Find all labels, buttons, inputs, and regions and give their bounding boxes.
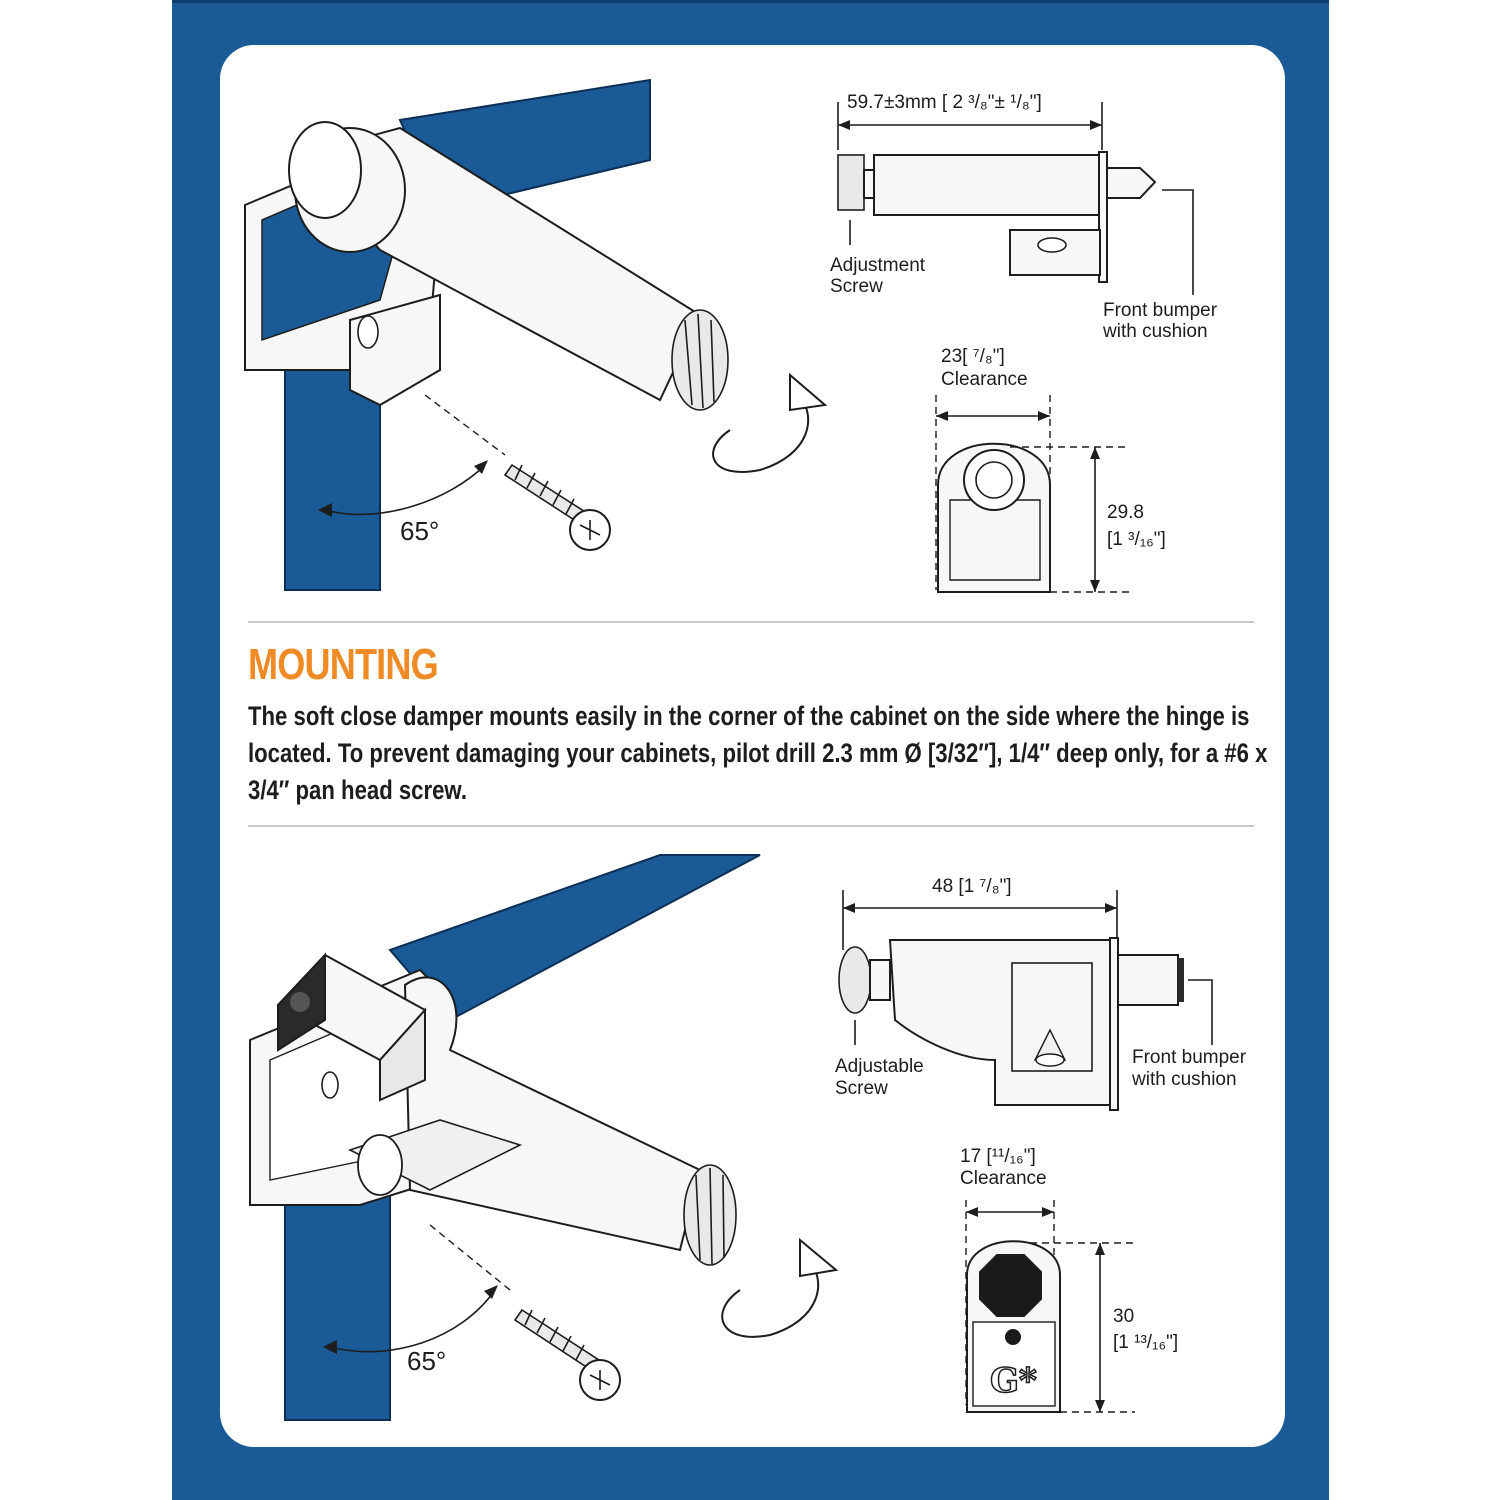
bottom-length-dim: 48 [1 ⁷/₈"]	[932, 876, 1012, 897]
top-bumper-label-1: Front bumper	[1103, 300, 1218, 321]
octagon-push-rod	[979, 1254, 1042, 1317]
pan-head-screw	[513, 1308, 621, 1401]
bottom-bumper-label-2: with cushion	[1131, 1069, 1237, 1090]
bottom-adjust-label-1: Adjustable	[835, 1056, 924, 1077]
top-clearance-value: 23[ ⁷/₈"]	[941, 346, 1005, 367]
top-clearance-label: Clearance	[941, 369, 1028, 390]
bottom-height-value: 30	[1113, 1306, 1134, 1327]
brand-logo: G*	[990, 1361, 1037, 1401]
top-front-view	[937, 442, 1051, 593]
top-adjust-label-1: Adjustment	[830, 255, 926, 276]
bottom-side-view	[838, 937, 1184, 1111]
top-dimension-drawings: 59.7±3mm [ 2 ³/₈"± ¹/₈"] Adjustment Scre…	[830, 92, 1218, 593]
bottom-angle-label: 65°	[407, 1346, 446, 1376]
mounting-title: MOUNTING	[248, 640, 439, 689]
top-mounting-illustration: 65°	[244, 78, 828, 591]
top-side-view	[837, 151, 1157, 283]
top-adjust-label-2: Screw	[830, 276, 883, 297]
bottom-clearance-label: Clearance	[960, 1168, 1047, 1189]
bottom-mounting-illustration: 65°	[249, 854, 839, 1421]
bottom-height-imperial: [1 ¹³/₁₆"]	[1113, 1332, 1178, 1353]
divider-top	[248, 621, 1254, 623]
bottom-front-view: G*	[966, 1240, 1061, 1413]
divider-bottom	[248, 825, 1254, 827]
mounting-instructions: The soft close damper mounts easily in t…	[248, 701, 1268, 805]
square-push-rod	[276, 952, 427, 1102]
bottom-bumper-label-1: Front bumper	[1132, 1047, 1247, 1068]
damper-body	[403, 976, 702, 1252]
bottom-adjust-label-2: Screw	[835, 1078, 888, 1099]
pan-head-screw	[503, 463, 611, 551]
frame-edge	[172, 0, 1329, 3]
top-height-value: 29.8	[1107, 502, 1144, 523]
bottom-dimension-drawings: 48 [1 ⁷/₈"] Adjustable Screw Front bumpe…	[835, 876, 1247, 1413]
bottom-clearance-value: 17 [¹¹/₁₆"]	[960, 1146, 1036, 1167]
top-length-dim: 59.7±3mm [ 2 ³/₈"± ¹/₈"]	[847, 92, 1042, 113]
top-angle-label: 65°	[400, 516, 439, 546]
top-height-imperial: [1 ³/₁₆"]	[1107, 529, 1166, 550]
cabinet-side-panel	[284, 1178, 391, 1421]
top-bumper-label-2: with cushion	[1102, 321, 1208, 342]
